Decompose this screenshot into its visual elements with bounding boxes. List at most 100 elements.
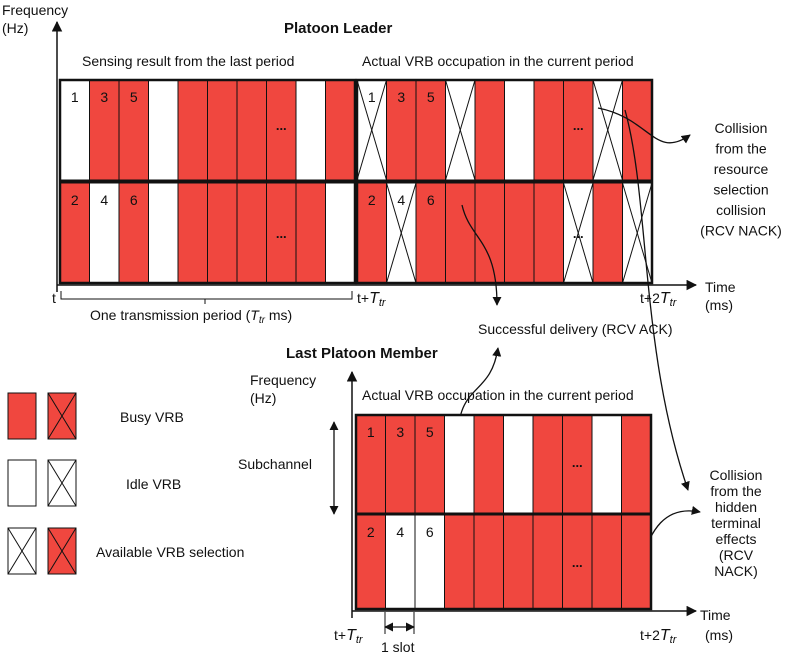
top-last-r1-cell [236, 79, 267, 181]
legend-idle-swatch [7, 459, 37, 507]
bottom-r2-cell [414, 514, 445, 610]
bottom-r1-cell [503, 414, 534, 514]
top-last-r1-cell [295, 79, 326, 181]
actual-label-bottom: Actual VRB occupation in the current per… [362, 387, 634, 403]
bottom-r2-dots: ... [572, 555, 583, 570]
top-last-r1-num: 3 [100, 89, 108, 105]
bottom-freq-label-1: Frequency [250, 372, 316, 388]
bottom-r1-cell [385, 414, 416, 514]
top-last-r2-cell [295, 182, 326, 284]
top-cur-r1-cell [504, 79, 535, 181]
legend-label: Busy VRB [120, 409, 184, 425]
top-cur-r1-dots: ... [573, 118, 584, 133]
top-cur-r1-cell [563, 79, 594, 181]
top-last-r1-cell [207, 79, 238, 181]
collision-bottom-line: from the [710, 483, 762, 499]
top-last-r2-num: 4 [100, 192, 108, 208]
collision-bottom-line: Collision [710, 467, 763, 483]
bottom-r1-dots: ... [572, 455, 583, 470]
period-bracket [60, 291, 353, 304]
collision-bottom-line: (RCV [719, 547, 754, 563]
collision-top-line: from the [715, 141, 767, 157]
bottom-r2-num: 2 [367, 524, 375, 540]
top-last-r2-num: 2 [71, 192, 79, 208]
top-cur-r2-cell [445, 182, 476, 284]
bottom-time-t-plus-2ttr: t+2Ttr [640, 627, 678, 646]
top-cur-r1-num: 3 [397, 89, 405, 105]
top-cur-r2-num: 4 [397, 192, 405, 208]
top-vrb-grid: 121234345656............ [58, 78, 654, 285]
bottom-r2-num: 4 [396, 524, 404, 540]
slot-label: 1 slot [381, 639, 415, 655]
collision-top-line: selection [713, 182, 768, 198]
platoon-leader-title: Platoon Leader [284, 20, 393, 37]
legend-busy-x-swatch [47, 392, 77, 440]
bottom-r2-cell [591, 514, 622, 610]
collision-bottom-line: terminal [711, 515, 761, 531]
top-last-r1-cell [148, 79, 179, 181]
top-last-r1-cell [177, 79, 208, 181]
bottom-r1-num: 1 [367, 424, 375, 440]
bottom-frame [354, 413, 653, 611]
top-cur-r1-num: 5 [427, 89, 435, 105]
legend-item-idle: Idle VRB [7, 459, 181, 507]
collision-top-line: collision [716, 202, 766, 218]
bottom-r2-cell [532, 514, 563, 610]
top-cur-r1-cell [474, 79, 505, 181]
time-t-plus-2ttr: t+2Ttr [640, 290, 678, 309]
arrow-collision-bottom [624, 109, 690, 491]
top-cur-r2-num: 6 [427, 192, 435, 208]
top-last-r2-cell [118, 182, 149, 284]
top-cur-r2-num: 2 [368, 192, 376, 208]
legend: Busy VRB Idle VRB Available VRB selection [7, 392, 244, 575]
top-freq-label-2: (Hz) [2, 20, 28, 36]
top-cur-r1-cell [622, 79, 653, 181]
top-last-r1-dots: ... [276, 118, 287, 133]
legend-label: Idle VRB [126, 476, 181, 492]
bottom-r1-cell [591, 414, 622, 514]
top-cur-r2-cell [356, 182, 387, 284]
legend-idle-x-swatch [47, 459, 77, 507]
top-last-r1-cell [118, 79, 149, 181]
bottom-r1-cell [473, 414, 504, 514]
top-last-r2-cell [207, 182, 238, 284]
collision-top-line: resource [714, 161, 769, 177]
top-last-r1-num: 5 [130, 89, 138, 105]
bottom-r1-num: 3 [396, 424, 404, 440]
bottom-time-t-plus-ttr: t+Ttr [334, 627, 364, 646]
top-time-label: Time [705, 279, 736, 295]
legend-avail-idle-swatch [7, 527, 37, 575]
top-last-r1-num: 1 [71, 89, 79, 105]
top-last-r2-cell [177, 182, 208, 284]
svg-text:One transmission period (Ttr m: One transmission period (Ttr ms) [90, 307, 292, 326]
top-cur-r1-cell [592, 79, 623, 181]
svg-text:t+2Ttr: t+2Ttr [640, 290, 678, 309]
legend-item-busy: Busy VRB [7, 392, 184, 440]
bottom-r2-cell [503, 514, 534, 610]
bottom-time-label: Time [700, 607, 731, 623]
bottom-freq-label-2: (Hz) [250, 390, 276, 406]
legend-item-avail: Available VRB selection [7, 527, 244, 575]
bottom-r1-cell [621, 414, 652, 514]
bottom-r1-num: 5 [426, 424, 434, 440]
time-t-plus-ttr: t+Ttr [357, 290, 387, 309]
svg-text:t+2Ttr: t+2Ttr [640, 627, 678, 646]
svg-text:t+Ttr: t+Ttr [334, 627, 364, 646]
bottom-r2-cell [473, 514, 504, 610]
top-cur-r2-cell [533, 182, 564, 284]
top-freq-label-1: Frequency [2, 2, 68, 18]
actual-label-top: Actual VRB occupation in the current per… [362, 53, 634, 69]
top-last-r2-cell [236, 182, 267, 284]
top-last-r2-num: 6 [130, 192, 138, 208]
top-last-r1-cell [325, 79, 356, 181]
last-member-title: Last Platoon Member [286, 345, 438, 362]
bottom-r2-num: 6 [426, 524, 434, 540]
collision-bottom-line: NACK) [714, 563, 758, 579]
bottom-r2-cell [355, 514, 386, 610]
arrow-to-success-1 [461, 204, 502, 306]
top-last-r2-cell [325, 182, 356, 284]
bottom-r2-cell [621, 514, 652, 610]
top-cur-r2-cell [386, 182, 417, 284]
